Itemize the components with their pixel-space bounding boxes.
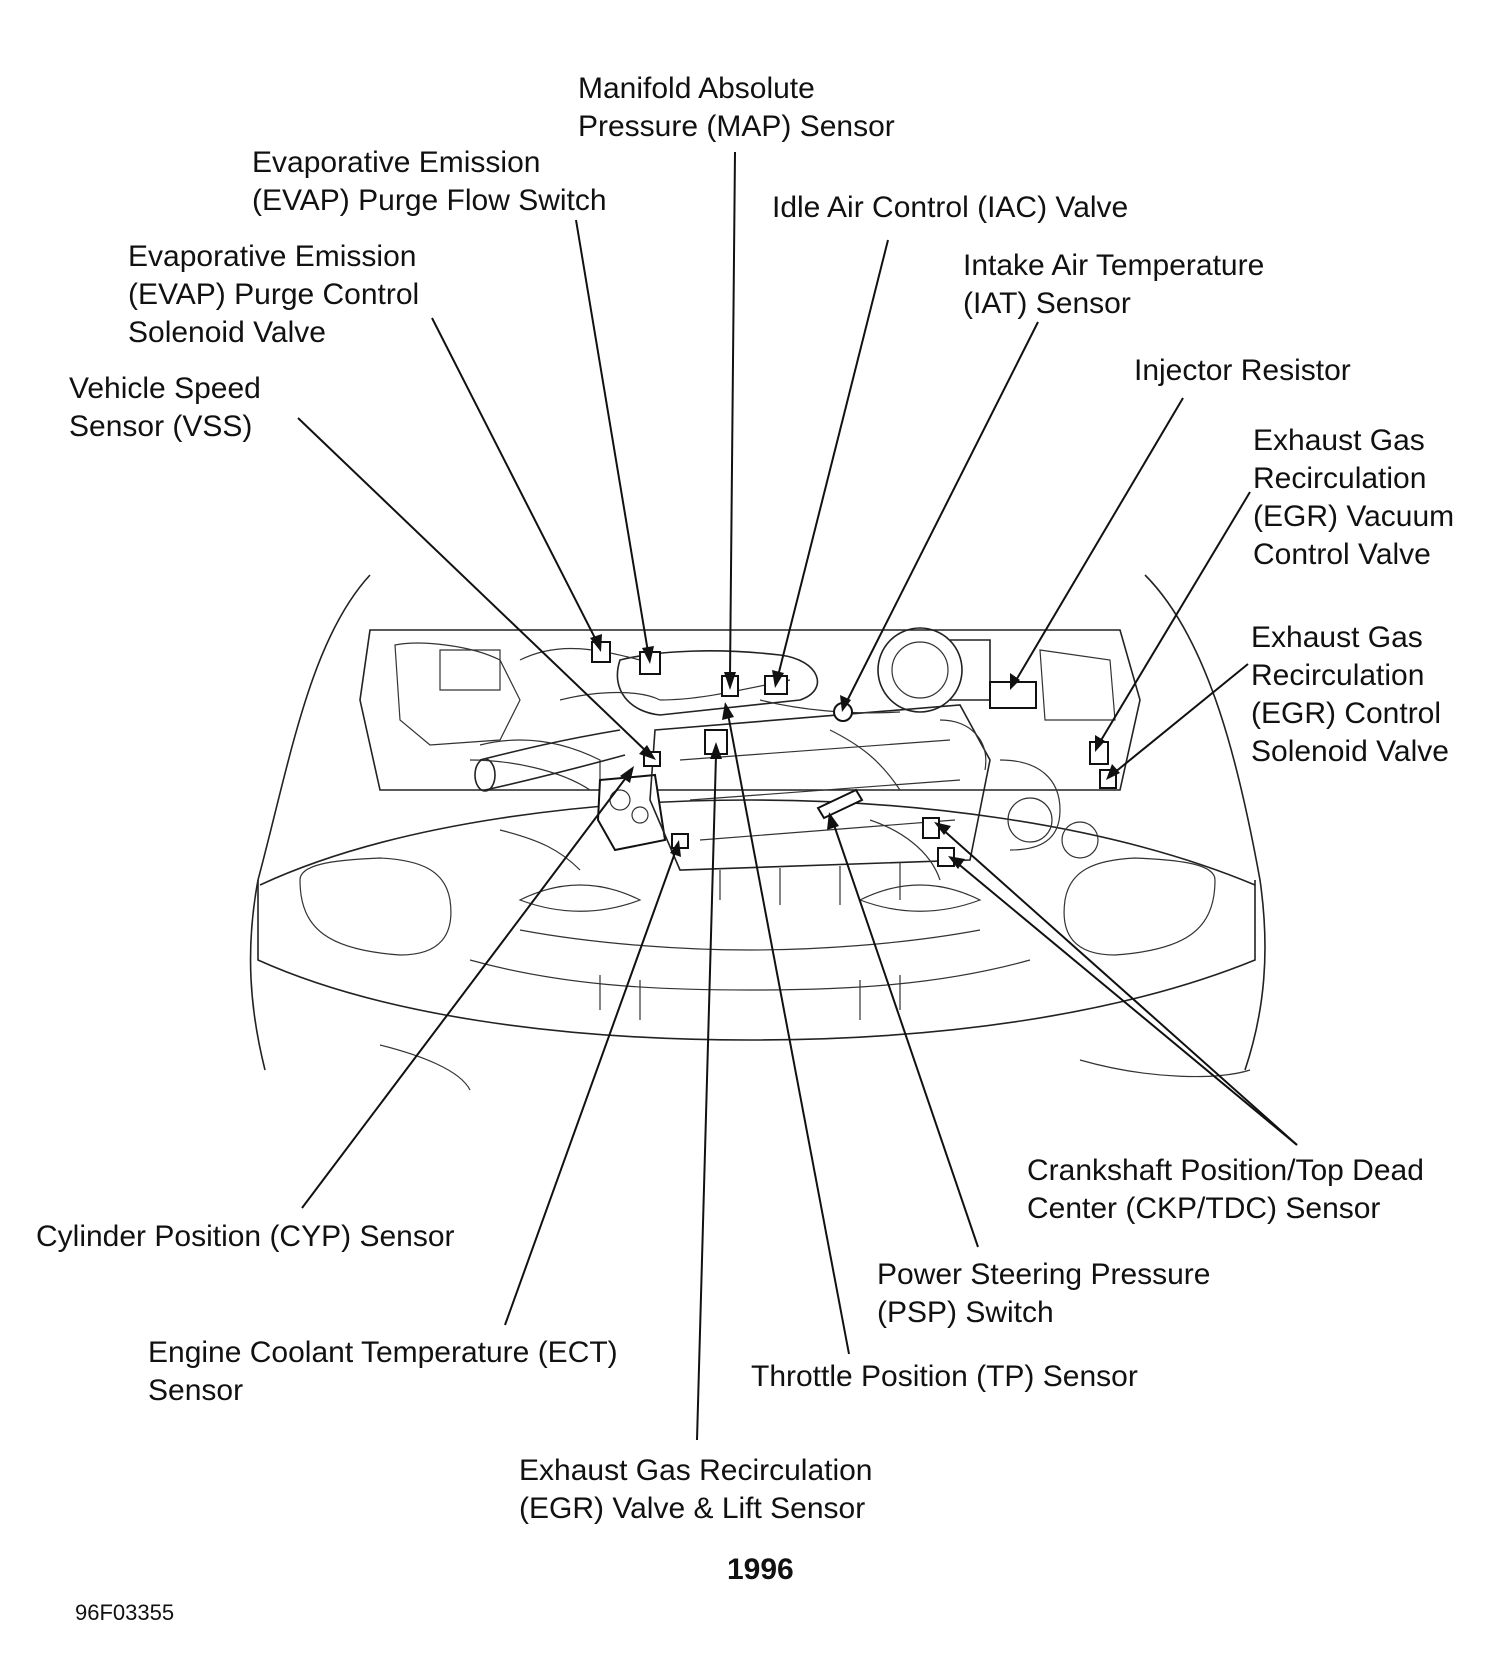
label-line: (EVAP) Purge Flow Switch — [252, 184, 607, 217]
label-line: Cylinder Position (CYP) Sensor — [36, 1220, 455, 1253]
psp-switch-marker — [816, 788, 864, 820]
label-line: (EGR) Valve & Lift Sensor — [519, 1492, 866, 1525]
ckp-sensor-marker-2 — [937, 847, 955, 867]
label-iac-valve: Idle Air Control (IAC) Valve — [772, 189, 1128, 227]
label-line: Sensor — [148, 1374, 244, 1407]
label-line: Exhaust Gas — [1251, 621, 1423, 654]
label-injector-resistor: Injector Resistor — [1134, 352, 1351, 390]
ect-sensor-marker — [671, 833, 689, 849]
component-markers — [591, 641, 1117, 867]
leader-evap-control — [431, 317, 598, 643]
leader-psp — [832, 821, 979, 1248]
label-line: Sensor (VSS) — [69, 410, 253, 443]
label-line: Solenoid Valve — [1251, 735, 1449, 768]
label-line: Center (CKP/TDC) Sensor — [1027, 1192, 1381, 1225]
leader-ckp-1 — [940, 827, 1298, 1146]
label-evap-purge-flow-switch: Evaporative Emission (EVAP) Purge Flow S… — [252, 144, 607, 220]
leader-tp — [727, 713, 850, 1355]
leader-lines — [297, 151, 1298, 1441]
leader-injector — [1014, 397, 1184, 683]
label-line: Idle Air Control (IAC) Valve — [772, 191, 1129, 224]
label-cyp-sensor: Cylinder Position (CYP) Sensor — [36, 1218, 455, 1256]
leader-egr-valve — [696, 754, 717, 1441]
label-line: Manifold Absolute — [578, 72, 815, 105]
label-line: Engine Coolant Temperature (ECT) — [148, 1336, 618, 1369]
label-tp-sensor: Throttle Position (TP) Sensor — [751, 1358, 1138, 1396]
label-ckp-tdc-sensor: Crankshaft Position/Top Dead Center (CKP… — [1027, 1152, 1424, 1228]
leader-ect — [504, 849, 677, 1326]
leader-map — [729, 151, 736, 677]
label-line: Pressure (MAP) Sensor — [578, 110, 895, 143]
label-egr-vacuum-control-valve: Exhaust Gas Recirculation (EGR) Vacuum C… — [1253, 422, 1454, 574]
label-vss: Vehicle Speed Sensor (VSS) — [69, 370, 261, 446]
label-egr-valve-lift-sensor: Exhaust Gas Recirculation (EGR) Valve & … — [519, 1452, 873, 1528]
leader-cyp — [301, 774, 629, 1209]
car-body-outline — [249, 574, 1266, 1091]
leader-evap-flow — [575, 219, 649, 653]
label-line: Power Steering Pressure — [877, 1258, 1211, 1291]
label-line: (PSP) Switch — [877, 1296, 1054, 1329]
label-line: Intake Air Temperature — [963, 249, 1265, 282]
label-ect-sensor: Engine Coolant Temperature (ECT) Sensor — [148, 1334, 618, 1410]
leader-egr-vacuum — [1099, 491, 1251, 743]
label-line: (EVAP) Purge Control — [128, 278, 420, 311]
label-line: Recirculation — [1251, 659, 1425, 692]
label-line: Crankshaft Position/Top Dead — [1027, 1154, 1424, 1187]
label-line: Exhaust Gas Recirculation — [519, 1454, 873, 1487]
label-line: Evaporative Emission — [128, 240, 417, 273]
leader-iac — [777, 239, 889, 677]
label-line: (EGR) Vacuum — [1253, 500, 1455, 533]
label-line: Control Valve — [1253, 538, 1431, 571]
label-line: Vehicle Speed — [69, 372, 261, 405]
ckp-sensor-marker-1 — [922, 817, 940, 839]
label-evap-purge-control-solenoid: Evaporative Emission (EVAP) Purge Contro… — [128, 238, 419, 352]
engine-bay — [359, 627, 1141, 912]
label-line: Solenoid Valve — [128, 316, 326, 349]
label-map-sensor: Manifold Absolute Pressure (MAP) Sensor — [578, 70, 895, 146]
leader-egr-solenoid — [1113, 663, 1249, 774]
label-line: Exhaust Gas — [1253, 424, 1425, 457]
year-caption: 1996 — [727, 1553, 794, 1586]
figure-code: 96F03355 — [75, 1600, 175, 1625]
label-line: Throttle Position (TP) Sensor — [751, 1360, 1138, 1393]
leader-vss — [297, 417, 649, 754]
label-psp-switch: Power Steering Pressure (PSP) Switch — [877, 1256, 1211, 1332]
leader-ckp-2 — [955, 861, 1298, 1146]
injector-resistor-marker — [989, 681, 1037, 709]
leader-iat — [845, 321, 1039, 704]
label-line: Injector Resistor — [1134, 354, 1351, 387]
label-line: Recirculation — [1253, 462, 1427, 495]
label-iat-sensor: Intake Air Temperature (IAT) Sensor — [963, 247, 1264, 323]
label-line: (IAT) Sensor — [963, 287, 1131, 320]
label-line: (EGR) Control — [1251, 697, 1442, 730]
label-line: Evaporative Emission — [252, 146, 541, 179]
label-egr-control-solenoid-valve: Exhaust Gas Recirculation (EGR) Control … — [1251, 619, 1449, 771]
